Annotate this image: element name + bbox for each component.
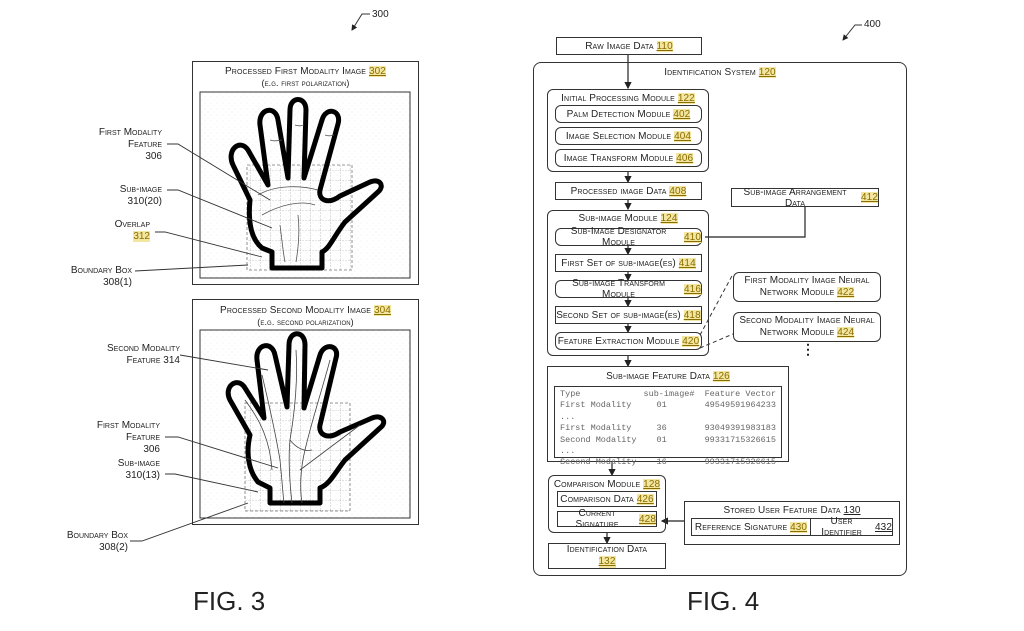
- first-set-sub-images: First Set of sub-image(es) 414: [555, 254, 702, 272]
- label-sub-image-310-20: Sub-image 310(20): [119, 184, 162, 207]
- sub-image-transform-module: Sub-image Transform Module 416: [555, 278, 702, 300]
- label-first-modality-feature-306: First Modality Feature 306: [98, 127, 162, 162]
- arrangement-connector: [705, 206, 806, 238]
- more-modules-ellipsis: ⋮: [801, 341, 815, 357]
- hand-outline-1: [228, 97, 384, 271]
- table-row: First Modality 01 49549591964233: [560, 400, 776, 411]
- table-row: ...: [560, 446, 576, 457]
- comparison-data-box: Comparison Data 426: [557, 491, 657, 507]
- sub-image-feature-data: [547, 366, 789, 462]
- feature-table: Type sub-image# Feature Vector First Mod…: [559, 389, 777, 469]
- palm-lines-1: [257, 124, 335, 263]
- sub-image-module: [547, 210, 709, 356]
- ref-132: 132: [598, 556, 616, 568]
- leaders-panel-1: [134, 143, 273, 272]
- ref-124: 124: [660, 213, 678, 224]
- label-first-modality-feature-306-b: First Modality Feature 306: [96, 420, 160, 455]
- leaders-panel-2: [130, 354, 279, 542]
- panel-2-title: Processed Second Modality Image 304: [220, 305, 391, 316]
- ref-128: 128: [643, 479, 661, 490]
- comparison-module-title: Comparison Module 128: [553, 479, 661, 490]
- initial-processing-title: Initial Processing Module 122: [561, 93, 695, 104]
- feature-extraction-module: Feature Extraction Module 420: [555, 332, 702, 350]
- hand-outline-2: [225, 331, 387, 506]
- label-boundary-box-308-2: Boundary Box 308(2): [66, 530, 128, 553]
- reference-signature-cell: Reference Signature 430: [691, 518, 811, 536]
- table-header-row: Type sub-image# Feature Vector: [560, 389, 776, 399]
- image-selection-module: Image Selection Module 404: [555, 127, 702, 145]
- sub-image-module-title: Sub-image Module 124: [578, 213, 678, 224]
- fig3-ref-number: 300: [372, 9, 389, 20]
- current-signature-box: Current Signature 428: [557, 508, 657, 530]
- fig3-panel-2: [192, 299, 419, 525]
- label-overlap-312: Overlap 312: [114, 219, 150, 242]
- ref-302: 302: [368, 66, 386, 77]
- palm-detection-module: Palm Detection Module 402: [555, 105, 702, 123]
- table-row: First Modality 36 93049391983183: [560, 423, 776, 434]
- table-row: Second Modality 01 99331715326615: [560, 434, 776, 445]
- image-transform-module: Image Transform Module 406: [555, 149, 702, 167]
- first-modality-nn-module: First Modality Image Neural Network Modu…: [733, 272, 881, 302]
- ref-130: 130: [843, 505, 861, 516]
- identification-system-container: [533, 62, 907, 576]
- feature-data-title: Sub-image Feature Data 126: [606, 371, 730, 382]
- ref-312: 312: [133, 231, 150, 242]
- ref-122: 122: [677, 93, 695, 104]
- label-sub-image-310-13: Sub-image 310(13): [117, 458, 160, 481]
- ref-120: 120: [758, 67, 776, 78]
- initial-processing-module: [547, 89, 709, 172]
- second-set-sub-images: Second Set of sub-image(es) 418: [555, 306, 702, 324]
- ref-leader-300: [351, 13, 370, 31]
- flow-arrows: [603, 55, 685, 545]
- processed-image-data-box: Processed image Data 408: [555, 182, 702, 200]
- veins-2: [244, 349, 361, 504]
- ref-leader-400: [842, 24, 862, 41]
- table-row: Second Modality 16 99331715326615: [560, 457, 776, 468]
- ref-304: 304: [373, 305, 391, 316]
- feature-data-table: Type sub-image# Feature Vector First Mod…: [554, 386, 782, 467]
- panel-1-subtitle: (e.g. first polarization): [261, 78, 350, 88]
- fig4-caption: FIG. 4: [687, 586, 760, 616]
- identification-data-box: Identification Data 132: [548, 543, 666, 569]
- second-modality-nn-module: Second Modality Image Neural Network Mod…: [733, 312, 881, 342]
- nn-dashed-connectors: [699, 273, 734, 349]
- user-identifier-cell: User Identifier 432: [810, 516, 893, 538]
- stored-user-feature-title: Stored User Feature Data 130: [723, 505, 861, 516]
- label-second-modality-feature-314: Second Modality Feature 314: [106, 343, 180, 366]
- boundary-box-2: [244, 402, 351, 512]
- comparison-module: [548, 475, 666, 533]
- raw-image-data-box: Raw Image Data 110: [556, 37, 702, 55]
- fig3-caption: FIG. 3: [193, 586, 266, 616]
- ref-126: 126: [712, 371, 730, 382]
- fig3-panel-1: [192, 61, 419, 285]
- stored-user-feature-data: [684, 501, 900, 545]
- panel-1-title: Processed First Modality Image 302: [225, 66, 386, 77]
- identification-system-title: Identification System 120: [664, 67, 776, 78]
- sub-image-arrangement-data-box: Sub-image Arrangement Data 412: [731, 187, 879, 209]
- sub-image-designator-module: Sub-Image Designator Module 410: [555, 226, 702, 248]
- fig4-ref-number: 400: [864, 19, 881, 30]
- ref-110: 110: [656, 40, 673, 52]
- table-row: ...: [560, 411, 576, 422]
- panel-2-subtitle: (e.g. second polarization): [257, 317, 354, 327]
- label-boundary-box-308-1: Boundary Box 308(1): [70, 265, 132, 288]
